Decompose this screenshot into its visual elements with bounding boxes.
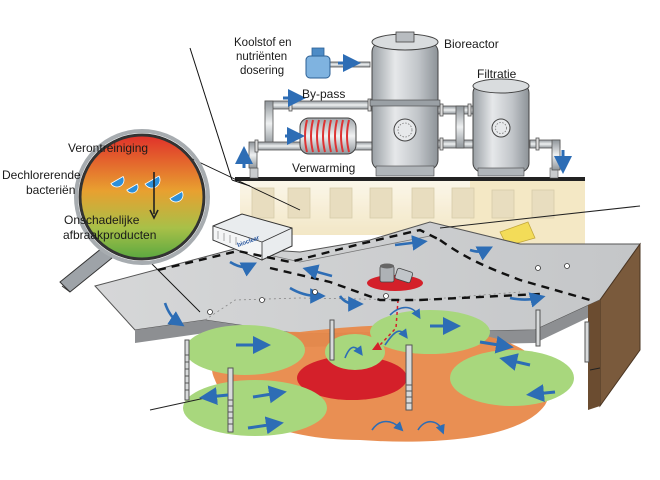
heating-label: Verwarming bbox=[292, 161, 355, 175]
treated-zone bbox=[183, 380, 327, 436]
products-label-line1: Onschadelijke bbox=[64, 213, 140, 227]
installation-labels: Koolstof en nutriënten dosering Bioreact… bbox=[234, 37, 517, 175]
well-return-arrows bbox=[344, 306, 445, 435]
dosing-vessel bbox=[305, 47, 331, 79]
bacteria-icons bbox=[110, 175, 184, 203]
dashed-pipeline bbox=[157, 228, 591, 302]
flow-arrow bbox=[247, 416, 284, 435]
flow-arrow bbox=[499, 353, 531, 371]
bioreactor-label: Bioreactor bbox=[444, 37, 499, 51]
injection-wells bbox=[184, 309, 590, 433]
magnifier-lens bbox=[78, 133, 206, 261]
leaking-barrels bbox=[367, 263, 423, 291]
bacteria-label-line1: Dechlorerende bbox=[2, 168, 81, 182]
treated-zone bbox=[370, 310, 490, 354]
well bbox=[329, 319, 335, 361]
installation-flow-arrows bbox=[235, 54, 572, 174]
dosing-label-line3: dosering bbox=[240, 65, 284, 77]
bioreactor-tank bbox=[369, 31, 441, 177]
well bbox=[584, 321, 590, 363]
treated-zone bbox=[450, 350, 574, 406]
surface-flow-arrows bbox=[163, 235, 546, 327]
contamination-label: Verontreiniging bbox=[68, 141, 148, 155]
contamination-source-zone bbox=[297, 356, 407, 400]
filtration-tank bbox=[472, 78, 530, 177]
heating-coil bbox=[299, 117, 357, 155]
treatment-container: bioclear bbox=[212, 213, 293, 261]
flow-arrow bbox=[199, 387, 229, 406]
well bbox=[405, 344, 413, 411]
treated-zone bbox=[185, 325, 305, 375]
flow-arrow bbox=[252, 385, 287, 404]
well bbox=[227, 367, 234, 433]
products-label-line2: afbraakproducten bbox=[63, 228, 156, 242]
dosing-label-line1: Koolstof en bbox=[234, 37, 292, 49]
slab-bolts bbox=[207, 263, 570, 315]
dosing-label-line2: nutriënten bbox=[236, 51, 287, 63]
flow-arrow bbox=[479, 335, 514, 354]
groundwater-flow-arrows bbox=[199, 317, 556, 435]
well bbox=[535, 309, 541, 347]
groundwater-plumes bbox=[149, 310, 601, 442]
bypass-label: By-pass bbox=[302, 87, 345, 101]
contamination-leak-path bbox=[379, 299, 399, 346]
well bbox=[184, 339, 190, 401]
bacteria-label-line2: bacteriën bbox=[26, 183, 75, 197]
magnifier-inset: Verontreiniging Dechlorerende bacteriën … bbox=[2, 129, 301, 313]
filtration-label: Filtratie bbox=[477, 67, 517, 81]
flow-arrow bbox=[526, 384, 556, 403]
